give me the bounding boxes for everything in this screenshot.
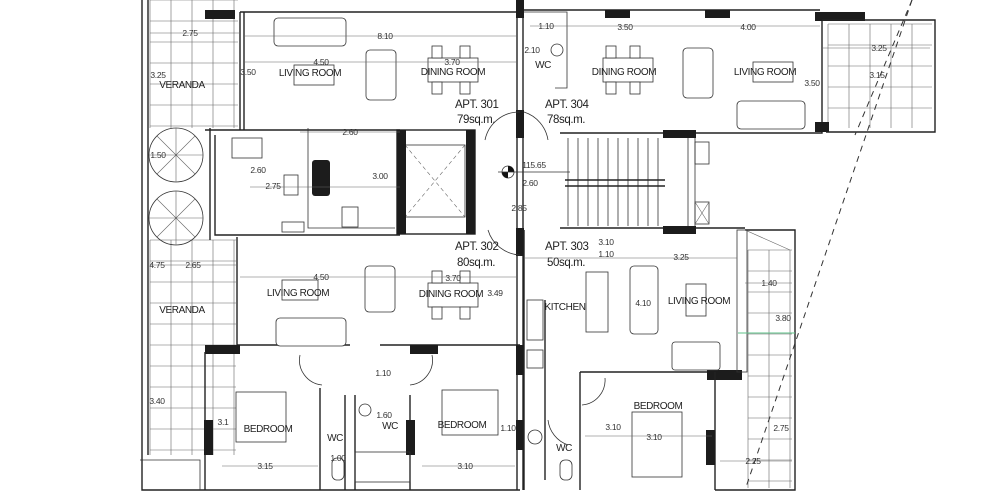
dimension-label: 2.25 — [745, 456, 761, 466]
dimension-label: 4.75 — [149, 260, 165, 270]
room-label: VERANDA — [159, 305, 205, 316]
room-label: BEDROOM — [438, 420, 487, 431]
dimension-label: 3.50 — [617, 22, 633, 32]
dimension-label: 3.15 — [257, 461, 273, 471]
apartment-labels: APT. 301 79sq.m. APT. 304 78sq.m. APT. 3… — [455, 99, 590, 269]
dimension-label: 2.60 — [250, 165, 266, 175]
room-label: WC — [327, 433, 343, 444]
dimension-label: 3.25 — [150, 70, 166, 80]
veranda-tiles-bottom-right — [747, 249, 792, 488]
dimension-label: 4.10 — [635, 298, 651, 308]
dimension-label: 3.49 — [487, 288, 503, 298]
dimension-label: 2.75 — [265, 181, 281, 191]
dimension-label: 2.60 — [342, 127, 358, 137]
room-label: DINING ROOM — [592, 67, 657, 78]
dimension-lines — [150, 25, 930, 467]
dimension-label: 3.00 — [372, 171, 388, 181]
dimension-label: 2.60 — [522, 178, 538, 188]
dimension-label: 3.70 — [445, 273, 461, 283]
apt-303-name: APT. 303 — [545, 241, 588, 253]
dimension-label: 2.85 — [511, 203, 527, 213]
dimension-label: 3.10 — [598, 237, 614, 247]
room-label: LIVING ROOM — [668, 296, 730, 307]
dimension-label: 2.65 — [185, 260, 201, 270]
veranda-tiles-top-left — [149, 0, 238, 128]
apt-304-name: APT. 304 — [545, 99, 589, 111]
apt-302-name: APT. 302 — [455, 241, 498, 253]
apt-301-area: 79sq.m. — [457, 114, 495, 126]
room-label: BEDROOM — [244, 424, 293, 435]
dimension-label: 8.10 — [377, 31, 393, 41]
dimension-label: 4.50 — [313, 272, 329, 282]
dimension-label: 1.10 — [375, 368, 391, 378]
room-label: KITCHEN — [544, 302, 585, 313]
veranda-tiles-top-right — [827, 23, 932, 128]
dimension-label: 3.10 — [605, 422, 621, 432]
apt-301-name: APT. 301 — [455, 99, 498, 111]
dimension-label: 3.70 — [444, 57, 460, 67]
dimension-label: 3.1 — [218, 417, 229, 427]
dimension-label: 1.40 — [761, 278, 777, 288]
dimension-label: 3.10 — [646, 432, 662, 442]
furniture — [231, 17, 806, 481]
dimension-label: 4.00 — [740, 22, 756, 32]
dimension-label: 3.10 — [457, 461, 473, 471]
dimension-label: 1.60 — [376, 410, 392, 420]
dimension-label: 3.25 — [871, 43, 887, 53]
dimension-label: 3.50 — [804, 78, 820, 88]
room-label: DINING ROOM — [419, 289, 484, 300]
apt-302-area: 80sq.m. — [457, 257, 495, 269]
dimension-label: 4.50 — [313, 57, 329, 67]
dimension-label: 1.10 — [598, 249, 614, 259]
staircase — [565, 138, 665, 226]
dimension-label: 3.80 — [775, 313, 791, 323]
room-label: WC — [556, 443, 572, 454]
dimension-label: 1.50 — [150, 150, 166, 160]
dimension-label: 2.10 — [524, 45, 540, 55]
room-labels: VERANDA LIVING ROOM DINING ROOM WC DININ… — [159, 60, 796, 454]
dimension-label: 3.15 — [869, 70, 885, 80]
dimension-label: 1.10 — [538, 21, 554, 31]
apt-303-area: 50sq.m. — [547, 257, 585, 269]
room-label: BEDROOM — [634, 401, 683, 412]
room-label: WC — [535, 60, 551, 71]
dimension-labels: 2.75 8.10 3.25 4.50 3.50 3.70 2.60 1.50 … — [149, 21, 887, 471]
room-label: DINING ROOM — [421, 67, 486, 78]
dimension-label: 3.50 — [240, 67, 256, 77]
walls — [140, 0, 936, 491]
dimension-label: 3.25 — [673, 252, 689, 262]
room-label: LIVING ROOM — [734, 67, 796, 78]
dimension-label: 1.10 — [500, 423, 516, 433]
dimension-label: 115.65 — [522, 160, 546, 170]
room-label: LIVING ROOM — [267, 288, 329, 299]
apt-304-area: 78sq.m. — [547, 114, 585, 126]
room-label: VERANDA — [159, 80, 205, 91]
dimension-label: 1.00 — [330, 453, 346, 463]
dimension-label: 2.75 — [182, 28, 198, 38]
dimension-label: 2.75 — [773, 423, 789, 433]
room-label: WC — [382, 421, 398, 432]
dimension-label: 3.40 — [149, 396, 165, 406]
room-label: LIVING ROOM — [279, 68, 341, 79]
